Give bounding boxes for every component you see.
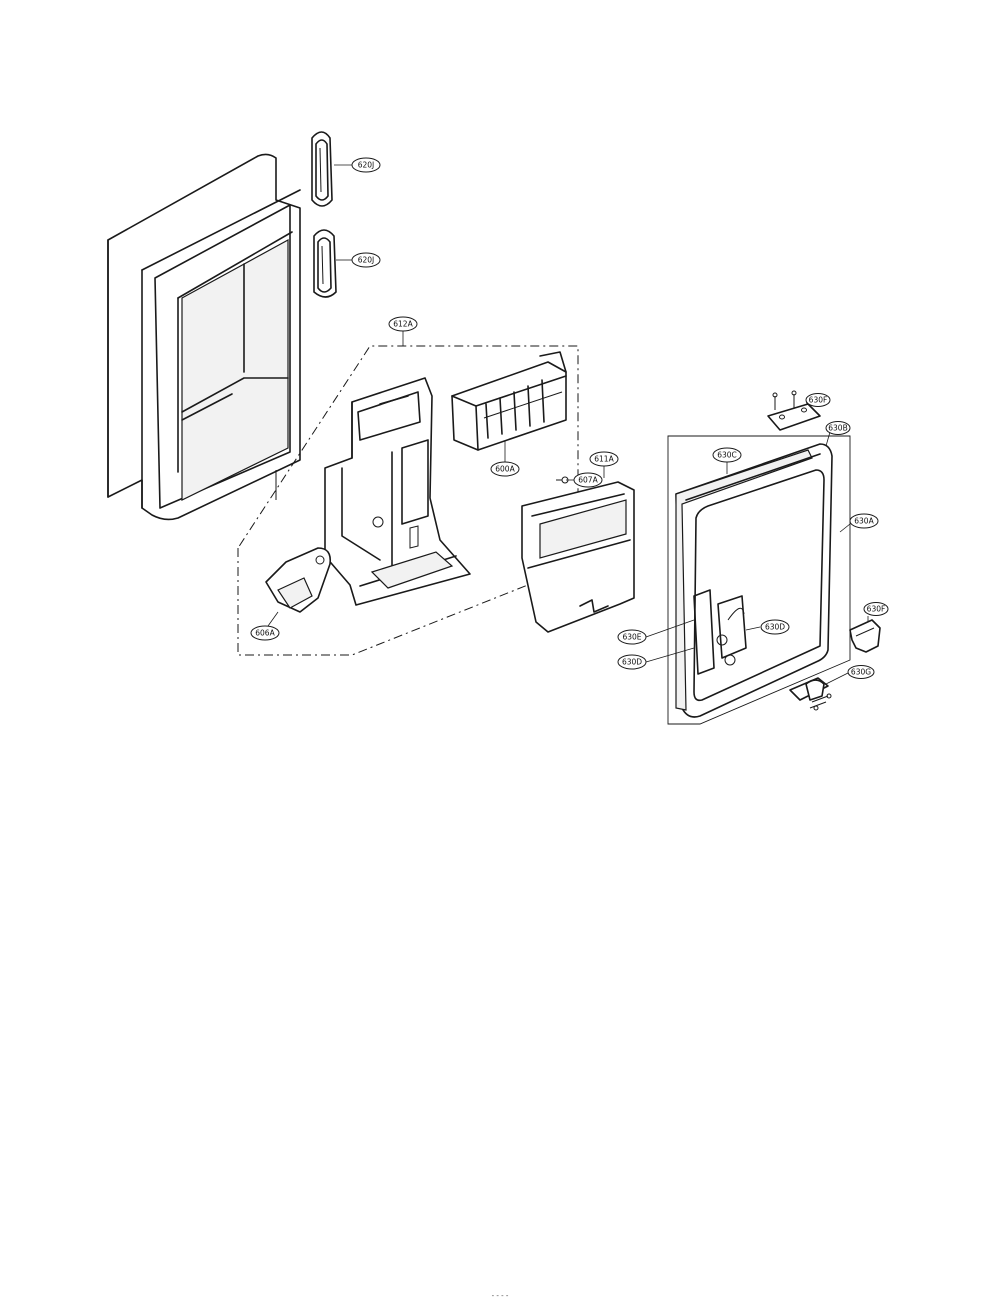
dispenser-housing <box>324 377 471 606</box>
svg-text:630F: 630F <box>867 605 886 614</box>
callout-630D-left: 630D <box>617 654 647 670</box>
svg-text:630F: 630F <box>809 396 828 405</box>
ice-maker-600A <box>451 351 567 451</box>
svg-text:630A: 630A <box>854 517 874 526</box>
hinge-bracket-630G <box>789 677 832 711</box>
callout-600A: 600A <box>490 461 520 477</box>
cover-611A <box>521 481 635 633</box>
svg-text:600A: 600A <box>495 465 515 474</box>
hinge-bracket-630F-top <box>767 390 821 431</box>
door-frame <box>107 153 301 521</box>
svg-text:630E: 630E <box>622 633 641 642</box>
svg-text:612A: 612A <box>393 320 413 329</box>
svg-text:630C: 630C <box>717 451 737 460</box>
callout-630D-right: 630D <box>760 619 790 635</box>
svg-text:630B: 630B <box>828 424 847 433</box>
svg-text:630D: 630D <box>765 623 785 632</box>
callout-606A: 606A <box>250 625 280 641</box>
svg-text:606A: 606A <box>255 629 275 638</box>
callout-630E: 630E <box>617 629 647 645</box>
svg-text:620J: 620J <box>358 161 375 170</box>
gasket-620J-top <box>311 131 333 207</box>
svg-text:620J: 620J <box>358 256 375 265</box>
svg-text:607A: 607A <box>578 476 598 485</box>
callout-630C: 630C <box>712 447 742 463</box>
page-footer-mark: - - - - <box>491 1292 509 1300</box>
svg-text:630G: 630G <box>851 668 871 677</box>
callout-611A: 611A <box>589 451 619 467</box>
callout-630G: 630G <box>847 665 875 679</box>
svg-text:611A: 611A <box>594 455 614 464</box>
assembly-outline-630A <box>667 435 851 725</box>
leader-lines <box>267 164 869 685</box>
callout-630F-top: 630F <box>805 393 831 407</box>
svg-text:630D: 630D <box>622 658 642 667</box>
callout-630F-right: 630F <box>863 602 889 616</box>
callout-620J-top: 620J <box>351 157 381 173</box>
clip-630F-right <box>849 619 881 653</box>
gasket-620J-mid <box>313 229 337 298</box>
callout-620J-mid: 620J <box>351 252 381 268</box>
callout-612A: 612A <box>388 316 418 332</box>
callout-630A: 630A <box>849 513 879 529</box>
callout-607A: 607A <box>573 472 603 488</box>
lever-606A <box>265 547 332 613</box>
door-panel-630A <box>675 443 833 718</box>
callout-630B: 630B <box>825 421 851 435</box>
